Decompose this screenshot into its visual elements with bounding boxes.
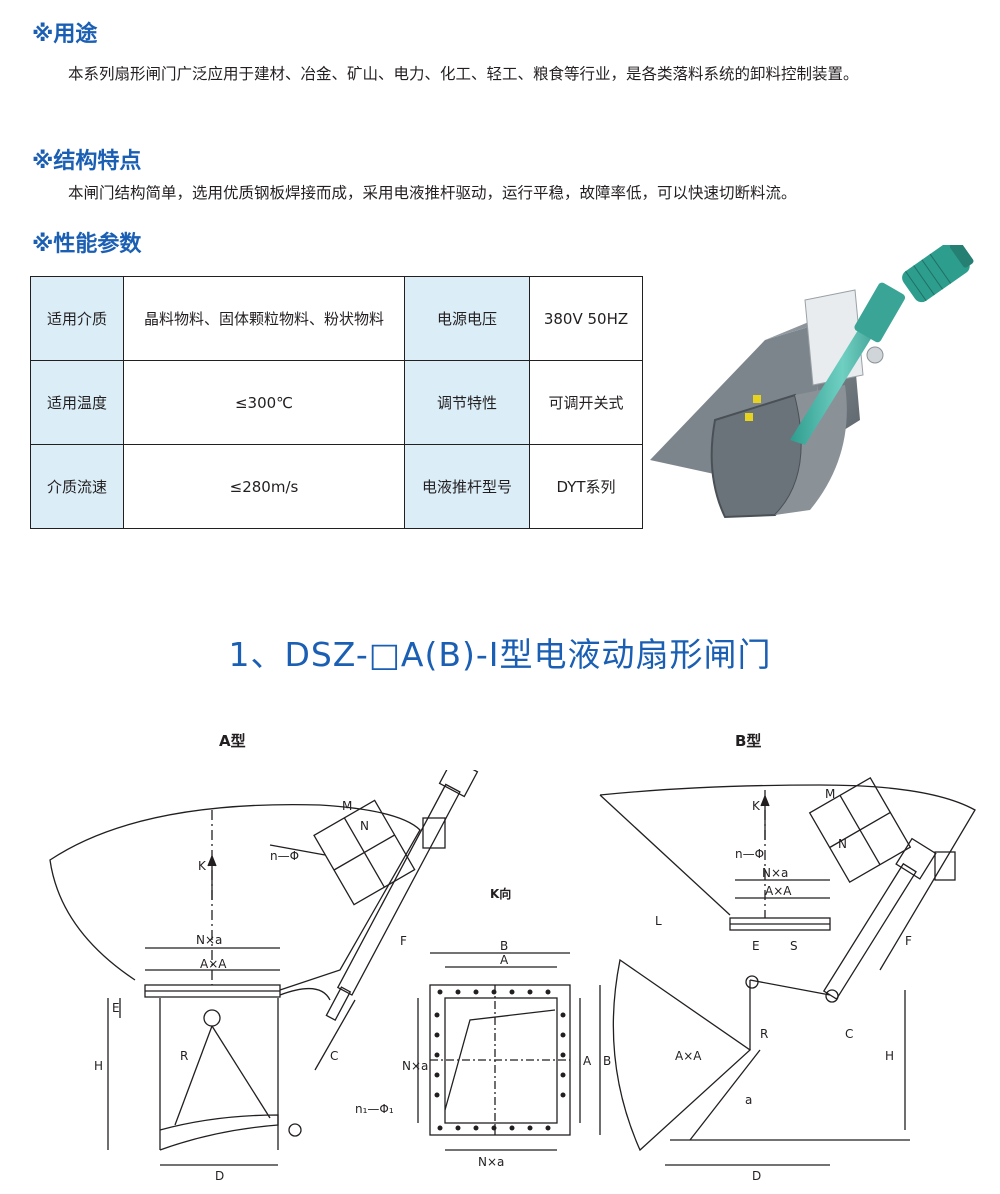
dim-a-k: K: [198, 859, 207, 873]
table-label: 调节特性: [404, 360, 530, 445]
dim-b-a: a: [745, 1093, 752, 1107]
table-value: 可调开关式: [529, 360, 643, 445]
dim-b-axa-side: A×A: [675, 1049, 702, 1063]
table-row: 适用温度 ≤300℃ 调节特性 可调开关式: [30, 360, 643, 445]
table-value: ≤300℃: [123, 360, 405, 445]
dim-b-e: E: [752, 939, 760, 953]
dim-b-c: C: [845, 1027, 853, 1041]
section-title-performance: ※性能参数: [32, 232, 142, 257]
dim-b-r: R: [760, 1027, 768, 1041]
dim-a-c: C: [330, 1049, 338, 1063]
dim-k-b-side: B: [603, 1054, 611, 1068]
dim-k-a: A: [500, 953, 509, 967]
dim-b-nphi: n—Φ: [735, 847, 764, 861]
dim-a-axa: A×A: [200, 957, 227, 971]
dim-k-b: B: [500, 939, 508, 953]
drawing-type-b: [599, 776, 976, 1166]
table-row: 适用介质 晶料物料、固体颗粒物料、粉状物料 电源电压 380V 50HZ: [30, 276, 643, 361]
table-label: 介质流速: [30, 444, 124, 529]
dim-a-e: E: [112, 1001, 120, 1015]
dim-a-f: F: [400, 934, 407, 948]
table-label: 电液推杆型号: [404, 444, 530, 529]
dim-k-nxa-side: N×a: [402, 1059, 428, 1073]
product-photo: [650, 245, 974, 519]
drawing-type-a: [49, 770, 479, 1166]
section-text-use: 本系列扇形闸门广泛应用于建材、冶金、矿山、电力、化工、轻工、粮食等行业，是各类落…: [68, 65, 859, 83]
dim-b-n: N: [838, 837, 847, 851]
type-b-label: B型: [735, 732, 762, 750]
table-value: 晶料物料、固体颗粒物料、粉状物料: [123, 276, 405, 361]
table-value: 380V 50HZ: [529, 276, 643, 361]
table-value: DYT系列: [529, 444, 643, 529]
table-row: 介质流速 ≤280m/s 电液推杆型号 DYT系列: [30, 444, 643, 529]
section-title-structure: ※结构特点: [32, 149, 142, 174]
k-view-bolts: [434, 989, 566, 1131]
section-title-use: ※用途: [32, 22, 98, 47]
table-label: 适用介质: [30, 276, 124, 361]
table-label: 电源电压: [404, 276, 530, 361]
dim-a-r: R: [180, 1049, 188, 1063]
dim-b-h: H: [885, 1049, 894, 1063]
dim-k-nxa: N×a: [478, 1155, 504, 1169]
section-text-structure: 本闸门结构简单，选用优质钢板焊接而成，采用电液推杆驱动，运行平稳，故障率低，可以…: [68, 184, 797, 202]
table-label: 适用温度: [30, 360, 124, 445]
dim-a-d: D: [215, 1169, 224, 1183]
dim-b-f: F: [905, 934, 912, 948]
table-value: ≤280m/s: [123, 444, 405, 529]
dim-b-l: L: [655, 914, 662, 928]
performance-table: 适用介质 晶料物料、固体颗粒物料、粉状物料 电源电压 380V 50HZ 适用温…: [30, 276, 643, 529]
dim-a-h: H: [94, 1059, 103, 1073]
type-a-label: A型: [219, 732, 246, 750]
dim-b-m: M: [825, 787, 835, 801]
dim-k-a-side: A: [583, 1054, 592, 1068]
dim-b-k: K: [752, 799, 761, 813]
dim-b-d: D: [752, 1169, 761, 1183]
dim-b-s: S: [790, 939, 798, 953]
dim-a-n: N: [360, 819, 369, 833]
dim-k-n1phi1: n₁—Φ₁: [355, 1102, 394, 1116]
technical-drawings: K n—Φ M N N×a A×A E H R D C F K向 B A: [49, 770, 976, 1183]
dim-a-m: M: [342, 799, 352, 813]
dim-a-nphi: n—Φ: [270, 849, 299, 863]
dim-b-axa: A×A: [765, 884, 792, 898]
drawing-k-view: [417, 952, 601, 1151]
k-view-label: K向: [490, 886, 511, 901]
product-title: 1、DSZ-□A(B)-Ⅰ型电液动扇形闸门: [228, 635, 772, 674]
dim-b-nxa: N×a: [762, 866, 788, 880]
dim-a-nxa: N×a: [196, 933, 222, 947]
